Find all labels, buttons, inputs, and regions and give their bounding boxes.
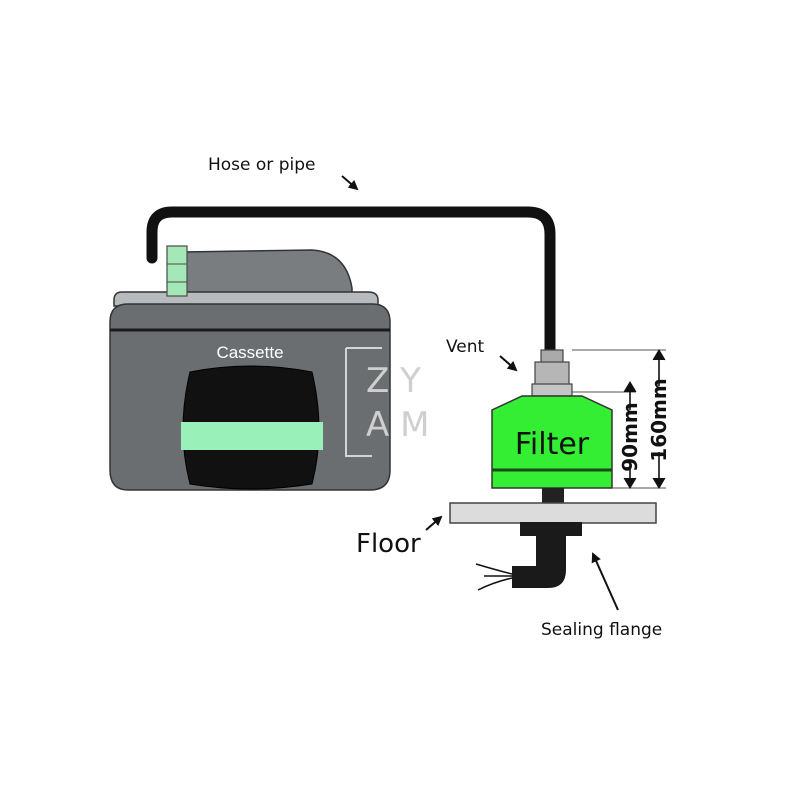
watermark-line2: A M: [366, 405, 429, 445]
vent-arrow: [499, 355, 518, 372]
vent-label: Vent: [446, 337, 485, 357]
hose-arrow: [341, 175, 359, 191]
filter-label: Filter: [515, 427, 590, 462]
cassette-green-fitting: [166, 245, 188, 297]
floor-arrow: [425, 515, 443, 531]
dim-160mm-label: 160mm: [647, 378, 671, 461]
filter-stem: [542, 488, 564, 504]
outlet-elbow: [512, 536, 566, 588]
floor-label: Floor: [356, 529, 421, 559]
dim-90mm-label: 90mm: [618, 402, 642, 472]
outlet-wires: [475, 563, 513, 591]
cassette-duct: [181, 249, 353, 299]
sealing-flange-arrow: [591, 552, 619, 611]
watermark-line1: Z Y: [366, 361, 421, 401]
cassette-window-stripe: [181, 422, 323, 450]
vent-filter: Filter: [491, 349, 613, 504]
sealing-flange: [512, 522, 582, 588]
watermark: Z Y A M: [345, 347, 429, 457]
vent-neck: [534, 361, 570, 387]
cassette: Cassette: [109, 245, 391, 491]
vent-base: [531, 383, 573, 397]
cassette-label: Cassette: [216, 343, 283, 362]
floor-slab: [449, 502, 657, 524]
hose-label: Hose or pipe: [208, 155, 315, 175]
sealing-flange-label: Sealing flange: [541, 620, 662, 640]
flange-plate: [520, 522, 582, 536]
hose-pipe: [146, 206, 556, 358]
